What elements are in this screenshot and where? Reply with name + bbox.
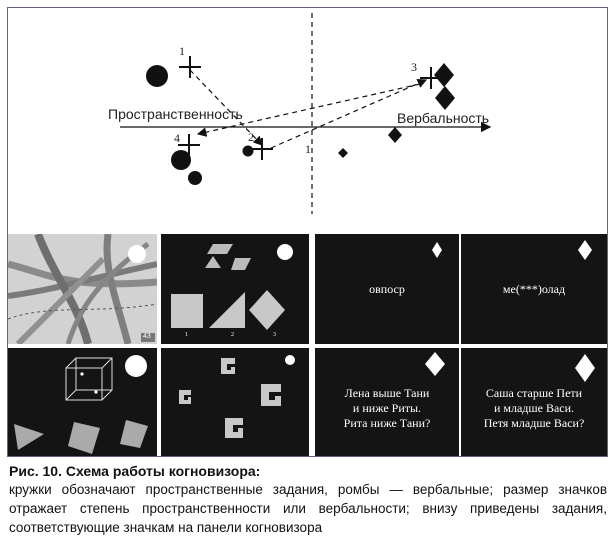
axis-left-label: Пространственность	[108, 106, 243, 122]
task-text: ме(***)олад	[502, 282, 566, 296]
task-tile-cube	[8, 348, 157, 456]
spatial-task-circle	[171, 150, 191, 170]
spatial-task-circle	[285, 355, 295, 365]
verbal-task-diamond	[425, 352, 445, 376]
task-tile-map: 43	[8, 234, 157, 344]
path-segment	[196, 83, 421, 137]
step-number: 3	[411, 60, 417, 74]
axis-right-label: Вербальность	[397, 110, 489, 126]
verbal-task-diamond	[388, 127, 402, 143]
spatial-task-circle	[146, 65, 168, 87]
verbal-task-diamond	[575, 354, 595, 382]
option-number: 2	[231, 332, 234, 338]
cursor-plus-1	[179, 56, 201, 78]
caption-title: Рис. 10. Схема работы когновизора:	[9, 463, 261, 479]
figure-caption: Рис. 10. Схема работы когновизора: кружк…	[9, 462, 607, 537]
cursor-plus-4	[178, 134, 200, 156]
step-number: 4	[174, 131, 180, 145]
verbal-task-diamond	[578, 240, 592, 260]
verbal-task-diamond	[338, 148, 348, 158]
verbal-task-diamond	[435, 86, 455, 110]
task-tile-anagram: овпоср	[315, 234, 459, 344]
spatial-task-circle	[188, 171, 202, 185]
caption-body: кружки обозначают пространственные задан…	[9, 482, 607, 535]
task-tile-rotation	[161, 348, 309, 456]
path-segment	[270, 78, 428, 149]
option-number: 3	[273, 332, 276, 338]
verbal-task-diamond	[434, 63, 454, 87]
map-badge: 43	[143, 333, 151, 340]
task-tile-word: ме(***)олад	[461, 234, 607, 344]
step-number: 1	[305, 142, 311, 156]
cursor-plus-2	[251, 138, 273, 160]
step-number: 2	[248, 130, 254, 144]
step-number: 1	[179, 44, 185, 58]
cognovisor-panel: Пространственность Вербальность 1 2 3 4 …	[108, 13, 492, 214]
task-text: Саша старше Пети и младше Васи. Петя мла…	[483, 386, 585, 430]
spatial-task-circle	[277, 244, 293, 260]
task-tile-logic-1: Лена выше Тани и ниже Риты. Рита ниже Та…	[315, 348, 459, 456]
verbal-task-diamond	[432, 242, 442, 258]
task-tile-shapes: 1 2 3	[161, 234, 309, 344]
task-tile-logic-2: Саша старше Пети и младше Васи. Петя мла…	[461, 348, 607, 456]
option-number: 1	[185, 332, 188, 338]
spatial-task-circle	[242, 145, 254, 157]
task-text: Лена выше Тани и ниже Риты. Рита ниже Та…	[343, 386, 431, 430]
task-text: овпоср	[369, 282, 405, 296]
spatial-task-circle	[125, 355, 147, 377]
spatial-task-circle	[128, 245, 146, 263]
